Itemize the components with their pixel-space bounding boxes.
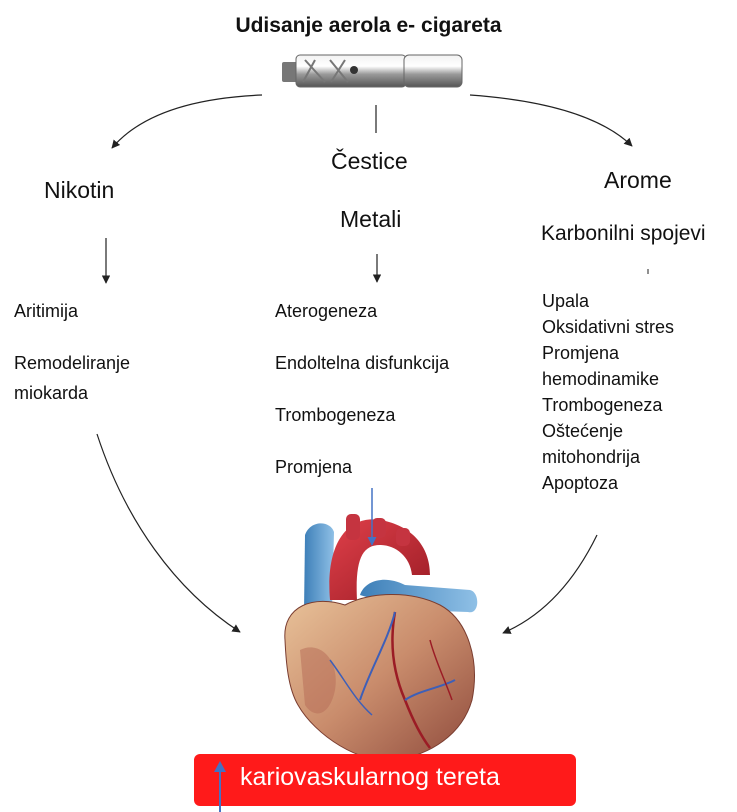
effect-oksidativni-stres: Oksidativni stres: [542, 314, 674, 340]
effect-endoltelna-disfunkcija: Endoltelna disfunkcija: [275, 350, 449, 376]
e-cigarette-icon: [282, 55, 462, 87]
effect-miokarda: miokarda: [14, 380, 88, 406]
right-effects-list: Upala Oksidativni stres Promjena hemodin…: [542, 288, 674, 496]
effect-aterogeneza: Aterogeneza: [275, 298, 377, 324]
heading-cestice: Čestice: [331, 148, 408, 175]
effect-aritimija: Aritimija: [14, 298, 78, 324]
arrow-to-arome: [470, 95, 632, 146]
effect-promjena: Promjena: [275, 454, 352, 480]
heading-metali: Metali: [340, 206, 401, 233]
arrow-right-to-heart: [503, 535, 597, 633]
heart-illustration: [285, 514, 477, 761]
arrow-to-nikotin: [112, 95, 262, 148]
effect-trombogeneza: Trombogeneza: [275, 402, 395, 428]
banner-label: kariovaskularnog tereta: [240, 763, 500, 792]
up-arrow-icon: [212, 760, 228, 812]
arrow-left-to-heart: [97, 434, 240, 632]
effect-promjena: Promjena: [542, 340, 674, 366]
effect-mitohondrija: mitohondrija: [542, 444, 674, 470]
effect-ostecenje: Oštećenje: [542, 418, 674, 444]
effect-trombogeneza: Trombogeneza: [542, 392, 674, 418]
heading-karbonilni-spojevi: Karbonilni spojevi: [541, 222, 706, 246]
heading-arome: Arome: [604, 167, 672, 194]
heading-nikotin: Nikotin: [44, 177, 114, 204]
effect-apoptoza: Apoptoza: [542, 470, 674, 496]
effect-remodeliranje: Remodeliranje: [14, 350, 130, 376]
effect-hemodinamike: hemodinamike: [542, 366, 674, 392]
effect-upala: Upala: [542, 288, 674, 314]
